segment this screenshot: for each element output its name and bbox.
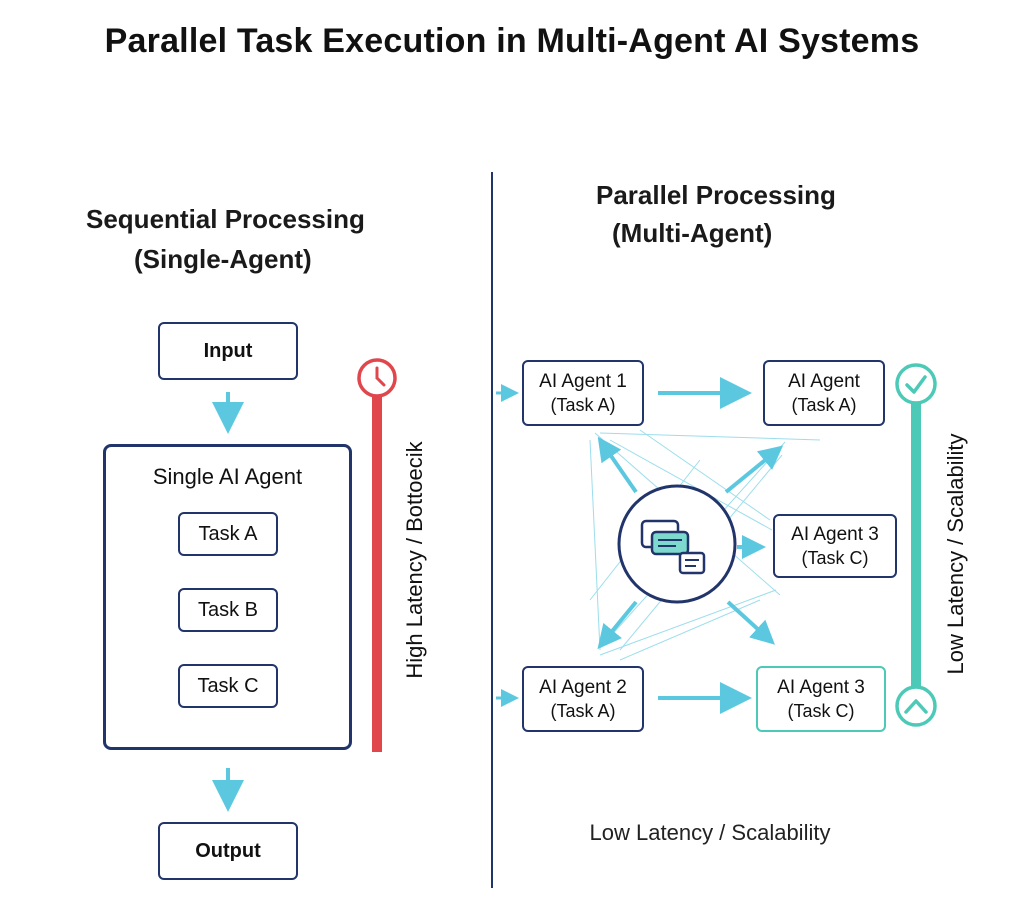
high-latency-label: High Latency / Bottoecik	[402, 441, 427, 679]
task-a-box: Task A	[178, 512, 278, 556]
agent-2-task: (Task A)	[550, 701, 616, 721]
sequential-heading-line1: Sequential Processing	[86, 204, 365, 234]
agent-3-mid-task: (Task C)	[801, 548, 869, 568]
arrow-hub-to-agent-top	[724, 445, 784, 494]
task-c-box: Task C	[178, 664, 278, 708]
output-box: Output	[158, 822, 298, 880]
single-agent-label: Single AI Agent	[152, 464, 303, 489]
agent-3-mid-name: AI Agent 3	[791, 524, 879, 545]
sequential-heading-line2: (Single-Agent)	[134, 244, 312, 274]
agent-3-mid-box: AI Agent 3 (Task C)	[773, 514, 897, 578]
low-latency-bottom-label: Low Latency / Scalability	[589, 820, 831, 845]
diagram-title: Parallel Task Execution in Multi-Agent A…	[104, 22, 920, 60]
agent-top-right-box: AI Agent (Task A)	[763, 360, 885, 426]
agent-3-bottom-box: AI Agent 3 (Task C)	[756, 666, 886, 732]
parallel-heading-line1: Parallel Processing	[596, 180, 836, 210]
task-b-box: Task B	[178, 588, 278, 632]
arrow-hub-to-agent3-bottom	[726, 600, 775, 645]
agent-2-name: AI Agent 2	[539, 677, 627, 698]
agent-1-box: AI Agent 1 (Task A)	[522, 360, 644, 426]
agent-top-right-name: AI Agent	[788, 371, 860, 392]
low-latency-bar	[911, 402, 921, 690]
task-b-label: Task B	[197, 598, 259, 621]
arrow-hub-to-agent1	[597, 436, 638, 494]
agent-1-name: AI Agent 1	[539, 371, 627, 392]
task-c-label: Task C	[197, 674, 259, 697]
arrow-hub-to-agent2	[597, 600, 638, 650]
chevron-up-circle-icon	[895, 685, 937, 727]
agent-1-task: (Task A)	[550, 395, 616, 415]
agent-3-bottom-task: (Task C)	[787, 701, 855, 721]
task-a-label: Task A	[198, 522, 258, 545]
parallel-heading-line2: (Multi-Agent)	[612, 218, 773, 248]
high-latency-bar	[372, 396, 382, 752]
check-circle-icon	[895, 363, 937, 405]
input-label: Input	[203, 340, 253, 362]
agent-2-box: AI Agent 2 (Task A)	[522, 666, 644, 732]
agent-top-right-task: (Task A)	[791, 395, 857, 415]
clock-icon	[357, 358, 397, 398]
agent-3-bottom-name: AI Agent 3	[777, 677, 865, 698]
input-box: Input	[158, 322, 298, 380]
message-hub-icon	[640, 519, 706, 575]
output-label: Output	[195, 840, 261, 862]
low-latency-side-label: Low Latency / Scalability	[943, 433, 968, 675]
